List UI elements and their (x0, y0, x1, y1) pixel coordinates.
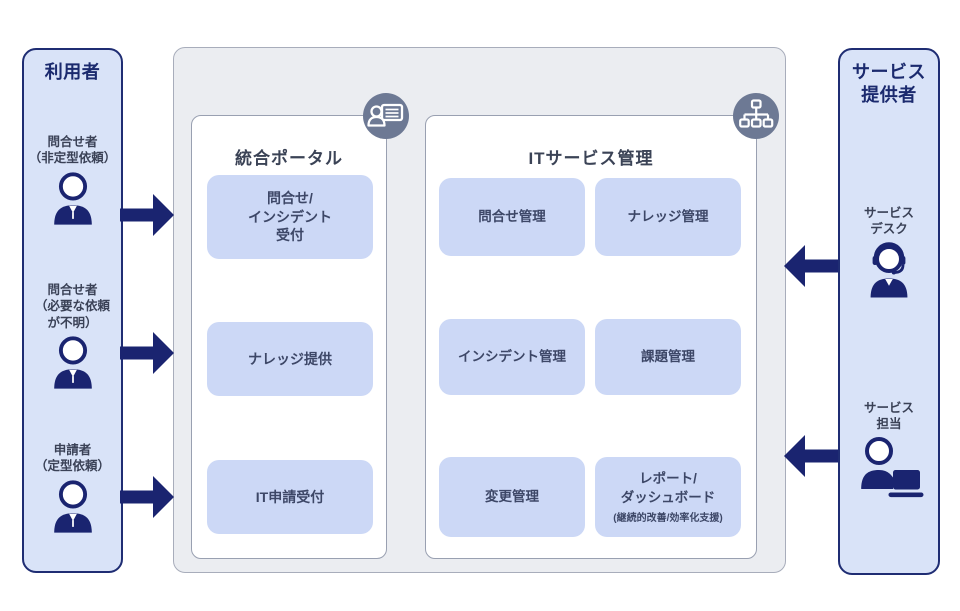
actor-label: サービス 担当 (863, 401, 914, 432)
platform-container: 統合ポータル 問合せ/ インシデント 受付 ナレッジ提供 IT申請受付 (173, 47, 786, 573)
itsm-item-sublabel: (継続的改善/効率化支援) (613, 512, 723, 524)
flow-arrow-left (784, 245, 838, 287)
actor-label: 申請者 （定型依頼） (34, 443, 110, 474)
portal-title: 統合ポータル (235, 149, 343, 169)
flow-arrow-right (120, 194, 174, 236)
actor-service-desk: サービス デスク (840, 205, 938, 303)
itsm-title: ITサービス管理 (528, 149, 654, 169)
actor-inquirer-nonstandard: 問合せ者 （非定型依頼） (24, 134, 121, 230)
person-card-icon (363, 93, 409, 139)
actor-label: 問合せ者 （非定型依頼） (28, 135, 117, 166)
portal-item: 問合せ/ インシデント 受付 (207, 175, 373, 259)
itsm-item: 問合せ管理 (439, 178, 585, 256)
itsm-item: ナレッジ管理 (595, 178, 741, 256)
itsm-item: レポート/ ダッシュボード (継続的改善/効率化支援) (595, 457, 741, 537)
itsm-item-label: 課題管理 (641, 348, 695, 364)
headset-user-icon (857, 239, 921, 303)
portal-item-label: IT申請受付 (255, 488, 325, 505)
portal-item-label: 問合せ/ インシデント 受付 (248, 189, 332, 244)
itsm-item-label: 変更管理 (485, 488, 539, 504)
portal-item: IT申請受付 (207, 460, 373, 534)
providers-panel: サービス 提供者 サービス デスク サービス 担当 (838, 48, 940, 575)
laptop-user-icon (851, 434, 927, 500)
actor-applicant: 申請者 （定型依頼） (24, 442, 121, 538)
itsm-item-label: ナレッジ管理 (627, 208, 709, 224)
actor-label: サービス デスク (863, 206, 914, 237)
actor-label: 問合せ者 （必要な依頼 が不明） (34, 283, 110, 330)
itsm-item: 変更管理 (439, 457, 585, 537)
itsm-item: 課題管理 (595, 319, 741, 395)
user-icon (41, 476, 105, 538)
portal-item: ナレッジ提供 (207, 322, 373, 396)
itsm-item-label: インシデント管理 (458, 348, 566, 364)
itsm-item: インシデント管理 (439, 319, 585, 395)
users-panel-title: 利用者 (44, 62, 101, 82)
portal-item-label: ナレッジ提供 (248, 350, 332, 367)
portal-box: 統合ポータル 問合せ/ インシデント 受付 ナレッジ提供 IT申請受付 (191, 93, 409, 559)
itsm-item-label: レポート/ ダッシュボード (620, 471, 716, 505)
actor-service-staff: サービス 担当 (840, 400, 938, 500)
itsm-box: ITサービス管理 問合せ管理 ナレッジ管理 インシデント管理 課題管理 変更管理… (425, 93, 779, 559)
users-panel: 利用者 問合せ者 （非定型依頼） 問合せ者 （必要な依頼 が不明） (22, 48, 123, 573)
sitemap-icon (733, 93, 779, 139)
flow-arrow-left (784, 435, 838, 477)
itsm-item-label: 問合せ管理 (478, 208, 546, 224)
flow-arrow-right (120, 476, 174, 518)
flow-arrow-right (120, 332, 174, 374)
user-icon (41, 332, 105, 394)
user-icon (41, 168, 105, 230)
providers-panel-title: サービス 提供者 (852, 62, 926, 106)
actor-inquirer-unclear: 問合せ者 （必要な依頼 が不明） (24, 282, 121, 394)
